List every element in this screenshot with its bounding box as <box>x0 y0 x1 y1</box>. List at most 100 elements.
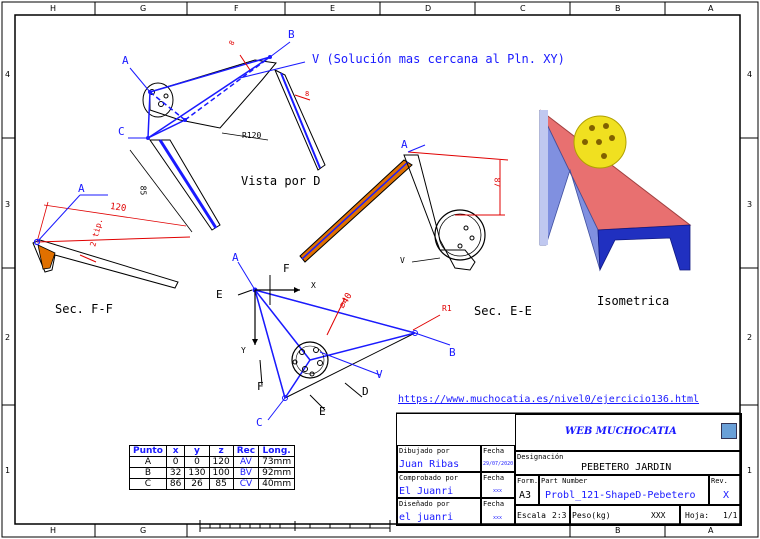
zone-side-right-1: 1 <box>747 466 753 475</box>
tb-designacion-value: PEBETERO JARDIN <box>581 462 672 473</box>
label-a-sec-ee: A <box>401 138 408 151</box>
tb-comprobado-value: El Juanri <box>399 486 454 497</box>
table-cell: 0 <box>165 456 186 468</box>
tb-rev-label: Rev. <box>711 477 728 485</box>
tb-comprobado-label: Comprobado por <box>399 474 459 482</box>
label-a-plan: A <box>232 251 239 264</box>
table-cell: 86 <box>165 478 186 490</box>
tb-fecha3-label: Fecha <box>483 500 505 508</box>
table-cell: 73mm <box>258 456 296 468</box>
tb-peso-label: Peso(kg) <box>572 511 611 520</box>
dim-8b: 8 <box>305 90 310 98</box>
label-v-sec-ee: V <box>400 256 405 265</box>
zone-bottom-g: G <box>140 526 147 535</box>
isometrica-title: Isometrica <box>597 294 670 308</box>
table-cell: 26 <box>184 478 210 490</box>
dim-120: 120 <box>109 201 127 215</box>
zone-bottom-h: H <box>50 526 57 535</box>
tb-company: WEB MUCHOCATIA <box>565 426 677 437</box>
section-ee <box>299 144 509 271</box>
table-cell: 85 <box>208 478 234 490</box>
tb-fecha1-value: 29/07/2020 <box>483 461 514 467</box>
table-cell: 130 <box>184 467 210 479</box>
tb-rev-cell <box>709 475 741 505</box>
label-b-plan: B <box>449 346 456 359</box>
tb-hoja-value: 1/1 <box>723 511 738 520</box>
label-e-bottom: E <box>319 405 326 418</box>
table-cell: B <box>129 467 167 479</box>
table-cell: 92mm <box>258 467 296 479</box>
label-a-view-d: A <box>122 54 129 67</box>
table-cell: 100 <box>208 467 234 479</box>
tb-hoja-label: Hoja: <box>685 511 710 520</box>
title-block: Dibujado por Juan Ribas Fecha 29/07/2020… <box>396 413 742 526</box>
table-header: x <box>165 445 186 457</box>
table-cell: A <box>129 456 167 468</box>
label-a-sec-ff: A <box>78 182 85 195</box>
tb-form-value: A3 <box>519 490 532 501</box>
label-f-top: F <box>283 262 290 275</box>
tb-disenado-label: Diseñado por <box>399 500 450 508</box>
vista-d-title: Vista por D <box>241 174 321 188</box>
tb-form-label: Form. <box>517 477 539 485</box>
zone-top-a: A <box>708 4 714 13</box>
table-cell: 0 <box>184 456 210 468</box>
label-f-bottom: F <box>257 380 264 393</box>
tb-escala-label: Escala <box>517 511 546 520</box>
tb-part-value: Probl_121-ShapeD-Pebetero <box>545 490 696 501</box>
table-row: C 86 26 85 CV 40mm <box>129 478 296 490</box>
plan-view <box>237 261 451 421</box>
tb-part-label: Part Number <box>541 477 588 485</box>
scale-ruler <box>199 520 391 532</box>
tb-designacion-label: Designación <box>517 453 564 461</box>
table-header: Long. <box>258 445 296 457</box>
tb-disenado-cell <box>397 498 481 525</box>
table-cell: 120 <box>208 456 234 468</box>
table-cell: C <box>129 478 167 490</box>
exercise-link[interactable]: https://www.muchocatia.es/nivel0/ejercic… <box>398 394 700 405</box>
table-header: z <box>208 445 234 457</box>
label-x-axis: X <box>311 281 316 290</box>
tb-fecha3-cell <box>481 498 515 525</box>
tb-escala-value: 2:3 <box>552 511 567 520</box>
label-e-left: E <box>216 288 223 301</box>
zone-side-right-3: 3 <box>747 200 753 209</box>
r120-dim: R120 <box>242 131 262 140</box>
tb-peso-cell <box>570 505 680 525</box>
points-table: Punto x y z Rec Long. A 0 0 120 AV 73mm … <box>129 445 296 490</box>
zone-side-right-2: 2 <box>747 333 753 342</box>
tb-fecha1-cell <box>481 445 515 472</box>
label-c-view-d: C <box>118 125 125 138</box>
sec-ee-title: Sec. E-E <box>474 304 532 318</box>
dim-r1: R1 <box>442 304 452 313</box>
tb-company-cell <box>515 414 741 451</box>
tb-rev-value: X <box>723 490 730 501</box>
dim-85: 85 <box>138 185 148 196</box>
tb-dibujado-cell <box>397 445 481 472</box>
isometric-view <box>539 109 692 272</box>
tb-fecha2-cell <box>481 472 515 498</box>
tb-hoja-cell <box>680 505 741 525</box>
zone-side-2: 2 <box>5 333 11 342</box>
view-d <box>128 41 326 233</box>
label-d-plan: D <box>362 385 369 398</box>
zone-bottom-a: A <box>708 526 714 535</box>
table-row: B 32 130 100 BV 92mm <box>129 467 296 479</box>
zone-top-f: F <box>234 4 239 13</box>
label-v-plan: V <box>376 368 383 381</box>
tb-disenado-value: el juanri <box>399 512 454 523</box>
table-row: A 0 0 120 AV 73mm <box>129 456 296 468</box>
tb-fecha1-label: Fecha <box>483 447 505 455</box>
label-y-axis: Y <box>241 346 246 355</box>
tb-fecha2-label: Fecha <box>483 474 505 482</box>
tb-dibujado-label: Dibujado por <box>399 447 450 455</box>
tb-comprobado-cell <box>397 472 481 498</box>
zone-top-h: H <box>50 4 57 13</box>
zone-top-b: B <box>615 4 621 13</box>
table-cell: 40mm <box>258 478 296 490</box>
zone-side-3: 3 <box>5 200 11 209</box>
table-cell: CV <box>232 478 260 490</box>
zone-bottom-b: B <box>615 526 621 535</box>
